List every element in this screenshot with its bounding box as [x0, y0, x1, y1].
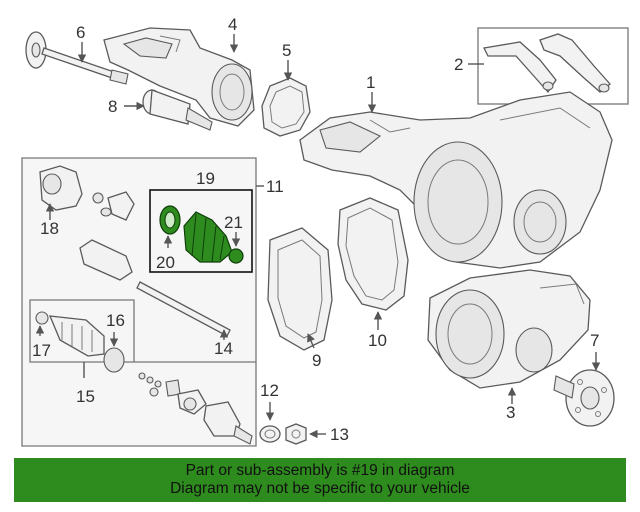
- callout-2: 2: [454, 55, 463, 74]
- clamp-part-21: [228, 248, 244, 264]
- callout-16: 16: [106, 311, 125, 330]
- callout-5: 5: [282, 41, 291, 60]
- axle-shaft-part-6: [25, 31, 129, 85]
- callout-1: 1: [366, 73, 375, 92]
- boot-kit-part-19[interactable]: [149, 189, 253, 273]
- pinion-flange-part-8: [142, 89, 213, 131]
- callout-15: 15: [76, 387, 95, 406]
- halfshaft-assembly-box-part-11: [21, 157, 257, 447]
- callout-7: 7: [590, 331, 599, 350]
- banner-line-2: Diagram may not be specific to your vehi…: [170, 480, 470, 497]
- seal-part-12: [259, 425, 281, 443]
- callout-20: 20: [156, 253, 175, 272]
- cover-gasket-part-5: [261, 77, 311, 137]
- mount-brackets-part-2: [477, 27, 629, 105]
- callout-14: 14: [214, 339, 233, 358]
- leader-9: [307, 333, 315, 349]
- callout-10: 10: [368, 331, 387, 350]
- callout-18: 18: [40, 219, 59, 238]
- nut-part-13: [285, 423, 307, 445]
- callout-8: 8: [108, 97, 117, 116]
- info-banner: Part or sub-assembly is #19 in diagram D…: [14, 458, 626, 502]
- callout-6: 6: [76, 23, 85, 42]
- callout-3: 3: [506, 403, 515, 422]
- clamp-inner: [164, 211, 176, 229]
- callout-19: 19: [196, 169, 215, 188]
- callout-9: 9: [312, 351, 321, 370]
- callout-17: 17: [32, 341, 51, 360]
- gasket-part-10: [337, 197, 409, 311]
- callout-13: 13: [330, 425, 349, 444]
- output-flange-part-7: [553, 369, 615, 427]
- callout-12: 12: [260, 381, 279, 400]
- callout-4: 4: [228, 15, 237, 34]
- banner-line-1: Part or sub-assembly is #19 in diagram: [185, 462, 455, 479]
- axle-housing-part-4: [103, 27, 255, 127]
- callout-21: 21: [224, 213, 243, 232]
- callout-11: 11: [266, 177, 284, 196]
- carrier-housing-part-3: [427, 269, 591, 389]
- parts-diagram: 6 4 5 2 8 1 19 11 18 21 20 14 16 17 15 9…: [21, 15, 629, 447]
- gasket-part-9: [267, 227, 333, 351]
- differential-carrier-part-1: [299, 91, 613, 269]
